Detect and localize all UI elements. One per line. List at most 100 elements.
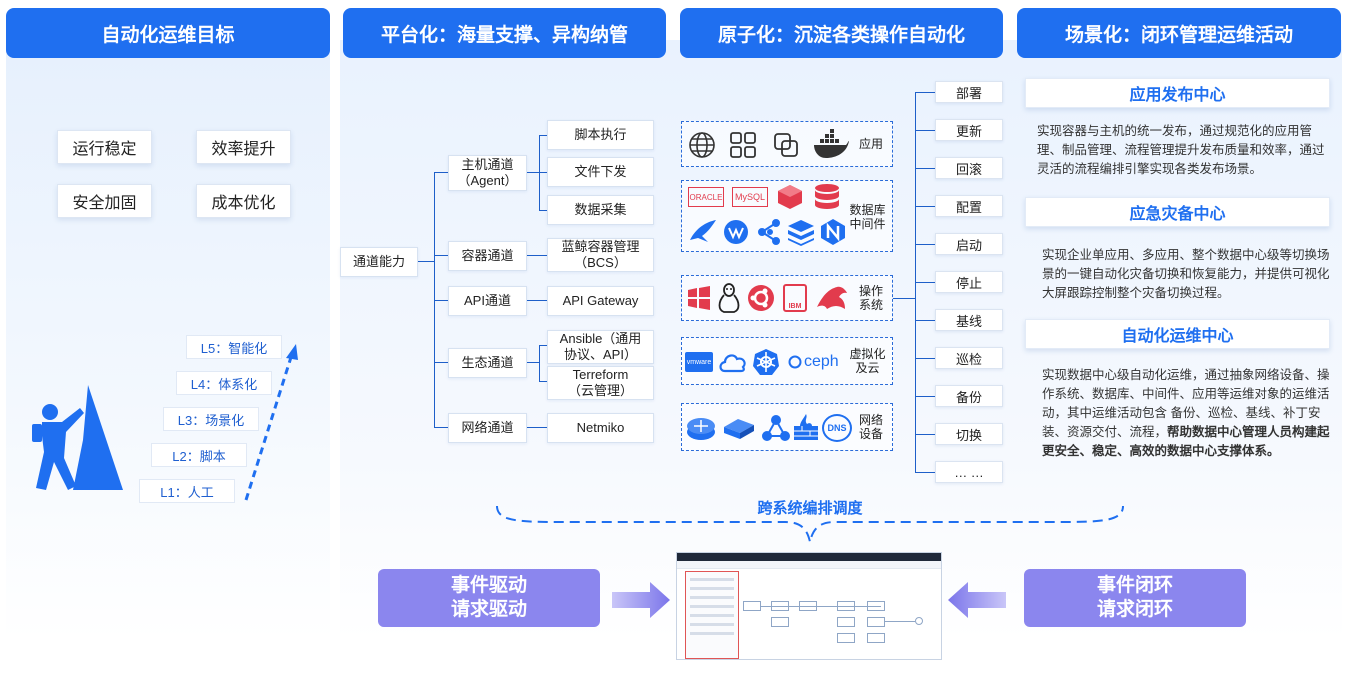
- header-scenario: 场景化：闭环管理运维活动: [1017, 8, 1341, 58]
- tree-line: [539, 381, 547, 382]
- ceph-label: ceph: [804, 353, 839, 370]
- tree-line: [527, 255, 547, 256]
- category-label-virt: 虚拟化 及云: [849, 347, 886, 375]
- workflow-edge: [885, 621, 915, 622]
- grid-apps-icon: [730, 132, 756, 158]
- ubuntu-icon: [748, 285, 774, 311]
- op-inspect: 巡检: [935, 347, 1003, 369]
- nginx-icon: [821, 219, 845, 245]
- scenario-ops-desc: 实现数据中心级自动化运维，通过抽象网络设备、操作系统、数据库、中间件、应用等运维…: [1042, 366, 1332, 461]
- tree-line: [434, 362, 448, 363]
- tree-line: [418, 261, 434, 262]
- layers-icon: [788, 220, 814, 246]
- workflow-edge: [761, 606, 881, 607]
- windows-icon: [688, 286, 710, 310]
- op-stop: 停止: [935, 271, 1003, 293]
- header-platform: 平台化：海量支撑、异构纳管: [343, 8, 666, 58]
- ops-connector: [893, 298, 915, 299]
- category-application: [681, 121, 893, 167]
- header-atomic: 原子化：沉淀各类操作自动化: [680, 8, 1003, 58]
- climber-icon: [32, 385, 123, 490]
- channel-api: API通道: [448, 286, 527, 316]
- scenario-ops-desc-bold: 帮助数据中心管理人员构建起更安全、稳定、高效的数据中心支撑体系。: [1042, 425, 1330, 458]
- goal-stable: 运行稳定: [57, 130, 152, 164]
- globe-icon: [689, 132, 715, 158]
- channel-root: 通道能力: [340, 247, 418, 277]
- scenario-ops-desc-text: 实现数据中心级自动化运维，通过抽象网络设备、操作系统、数据库、中间件、应用等运维…: [1042, 368, 1330, 439]
- op-start: 启动: [935, 233, 1003, 255]
- redis-cube-icon: [778, 185, 802, 209]
- w-circle-icon: [724, 220, 748, 244]
- channel-file-dispatch: 文件下发: [547, 157, 654, 187]
- workflow-node: [837, 633, 855, 643]
- database-stack-icon: [815, 184, 839, 209]
- workflow-sidebar: [685, 571, 739, 659]
- category-label-app: 应用: [858, 137, 883, 151]
- oracle-logo: ORACLE: [688, 187, 724, 207]
- tree-line: [527, 300, 547, 301]
- tree-line: [539, 172, 547, 173]
- workflow-screenshot: [676, 552, 942, 660]
- ops-connector: [915, 320, 935, 321]
- op-backup: 备份: [935, 385, 1003, 407]
- level-4: L4：体系化: [176, 371, 272, 395]
- category-label-db: 数据库 中间件: [849, 203, 886, 231]
- workflow-node: [867, 617, 885, 627]
- ceph-icon: [788, 355, 802, 369]
- tree-line: [527, 362, 539, 363]
- ops-connector: [915, 130, 935, 131]
- tree-line: [539, 210, 547, 211]
- channel-ecosystem: 生态通道: [448, 348, 527, 378]
- linux-penguin-icon: [718, 283, 740, 313]
- workflow-end-node: [915, 617, 923, 625]
- network-topology-icon: [762, 415, 790, 441]
- vmware-logo: vmware: [685, 352, 713, 372]
- op-rollback: 回滚: [935, 157, 1003, 179]
- firewall-icon: [794, 414, 818, 440]
- channel-host: 主机通道 （Agent）: [448, 155, 527, 191]
- progress-arrow-icon: [244, 344, 298, 501]
- category-virtualization: [681, 337, 893, 385]
- op-configure: 配置: [935, 195, 1003, 217]
- ops-connector: [915, 396, 935, 397]
- scenario-ops-title: 自动化运维中心: [1025, 319, 1330, 349]
- ops-connector: [915, 434, 935, 435]
- level-1: L1：人工: [139, 479, 235, 503]
- workflow-topbar: [677, 553, 941, 561]
- level-5: L5：智能化: [186, 335, 282, 359]
- tree-line: [527, 172, 539, 173]
- op-baseline: 基线: [935, 309, 1003, 331]
- docker-icon: [814, 129, 849, 158]
- arrow-right-icon: [612, 582, 670, 618]
- tree-line: [539, 345, 540, 381]
- dns-logo: DNS: [822, 414, 852, 442]
- orchestration-label: 跨系统编排调度: [757, 500, 863, 517]
- level-3: L3：场景化: [163, 407, 259, 431]
- orchestration-brace: [496, 505, 1124, 543]
- category-label-os: 操作 系统: [858, 284, 883, 312]
- goal-security: 安全加固: [57, 184, 152, 218]
- op-more: … …: [935, 461, 1003, 483]
- goal-cost: 成本优化: [196, 184, 291, 218]
- ops-connector: [915, 244, 935, 245]
- ops-connector: [915, 168, 935, 169]
- dragon-icon: [817, 286, 847, 309]
- ops-connector: [915, 472, 935, 473]
- left-driver: 事件驱动 请求驱动: [378, 569, 600, 627]
- channel-ansible: Ansible（通用 协议、API）: [547, 330, 654, 364]
- ops-connector: [915, 282, 935, 283]
- channel-api-gateway: API Gateway: [547, 286, 654, 316]
- scenario-dr-title: 应急灾备中心: [1025, 197, 1330, 227]
- tree-line: [527, 427, 547, 428]
- scenario-dr-desc: 实现企业单应用、多应用、整个数据中心级等切换场景的一键自动化灾备切换和恢复能力，…: [1042, 248, 1330, 300]
- ibm-logo: IBM: [783, 284, 807, 312]
- router-icon: [687, 418, 715, 440]
- tree-line: [434, 255, 448, 256]
- bird-icon: [690, 220, 716, 242]
- cloud-icon: [719, 354, 746, 373]
- level-2: L2：脚本: [151, 443, 247, 467]
- ops-connector: [915, 358, 935, 359]
- goal-efficiency: 效率提升: [196, 130, 291, 164]
- category-label-net: 网络 设备: [858, 413, 883, 441]
- channel-netmiko: Netmiko: [547, 413, 654, 443]
